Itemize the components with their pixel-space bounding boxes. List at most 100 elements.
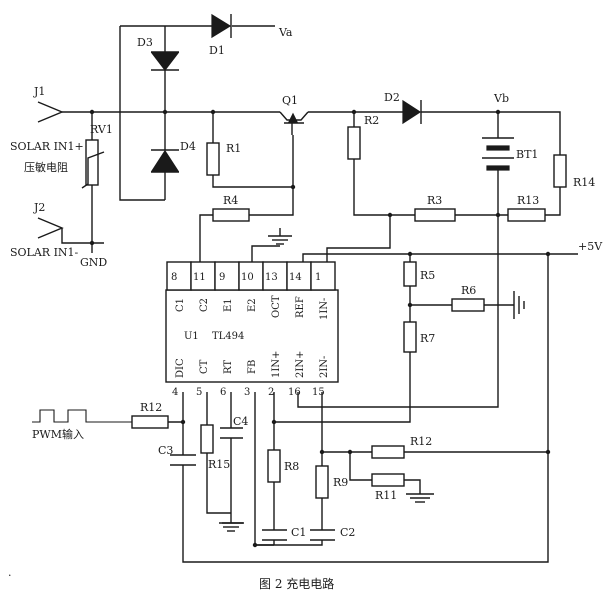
- resistor-r6: [451, 298, 485, 312]
- pin-number: 11: [193, 272, 206, 283]
- label-r1: R1: [226, 142, 241, 155]
- diode-bridge-section: [92, 25, 280, 201]
- pin-number: 16: [288, 387, 301, 398]
- pin-name: RT: [223, 360, 234, 374]
- label-r4: R4: [223, 194, 238, 207]
- resistor-r9: [315, 465, 329, 499]
- label-vb: Vb: [493, 92, 509, 105]
- ic-bottom-pin-names: DIC CT RT FB 1IN+ 2IN+ 2IN-: [175, 351, 330, 378]
- ic-top-pin-numbers: 8 11 9 10 13 14 1: [171, 272, 321, 283]
- label-tl494: TL494: [212, 331, 244, 342]
- resistor-r4: [212, 208, 250, 222]
- label-rv1: RV1: [90, 123, 113, 136]
- label-plus5v: +5V: [578, 240, 603, 253]
- label-bt1: BT1: [516, 148, 538, 161]
- pin-number: 3: [244, 387, 250, 398]
- pin-name: REF: [295, 296, 306, 318]
- resistor-r11: [371, 473, 405, 487]
- pin-name: E1: [223, 298, 234, 312]
- resistor-r14: [553, 154, 567, 188]
- pwm-waveform: [32, 409, 132, 423]
- label-j2: J2: [33, 201, 45, 214]
- pin-number: 8: [171, 272, 177, 283]
- label-r14: R14: [573, 176, 595, 189]
- label-r3: R3: [427, 194, 442, 207]
- label-r6: R6: [461, 284, 476, 297]
- pin-name: E2: [247, 298, 258, 312]
- ct-rt-lines: [206, 392, 244, 524]
- resistor-r8: [267, 449, 281, 483]
- pin-number: 6: [220, 387, 226, 398]
- label-c3: C3: [158, 444, 173, 457]
- ic-top-pin-names: C1 C2 E1 E2 OCT REF 1IN-: [175, 295, 330, 320]
- pin-number: 15: [312, 387, 325, 398]
- ground-symbol-r6: [513, 291, 525, 319]
- label-j1: J1: [33, 85, 45, 98]
- ground-symbol-r11: [406, 493, 434, 503]
- label-d1: D1: [209, 44, 225, 57]
- capacitor-c3: [170, 454, 196, 466]
- pin-number: 13: [265, 272, 278, 283]
- ic-bottom-pin-numbers: 4 5 6 3 2 16 15: [172, 387, 325, 398]
- label-c2: C2: [340, 526, 355, 539]
- ic-u1: [165, 261, 339, 383]
- label-r9: R9: [333, 476, 348, 489]
- label-r8: R8: [284, 460, 299, 473]
- pin-name: C2: [199, 298, 210, 312]
- label-r7: R7: [420, 332, 435, 345]
- resistor-r12-pwm: [131, 415, 169, 429]
- ground-symbol-top: [268, 228, 292, 245]
- varistor-rv1: [81, 112, 105, 243]
- r11-lines: [349, 452, 421, 494]
- label-gnd: GND: [80, 256, 107, 269]
- capacitor-c2: [310, 529, 335, 541]
- label-pwm-input: PWM输入: [32, 427, 84, 441]
- label-d4: D4: [180, 140, 196, 153]
- resistor-r15: [200, 424, 214, 454]
- label-c1: C1: [291, 526, 306, 539]
- label-solar-in1-minus: SOLAR IN1-: [10, 246, 79, 259]
- resistor-r1: [206, 112, 293, 188]
- diode-d2: [402, 99, 422, 125]
- diode-d3: [150, 51, 180, 71]
- battery-bt1: [297, 112, 514, 408]
- e-pins-gnd-link: [251, 245, 280, 262]
- label-u1: U1: [184, 331, 199, 342]
- capacitor-c4: [220, 427, 243, 439]
- capacitor-c1: [262, 529, 287, 541]
- diode-d1: [211, 13, 232, 39]
- rail-5v: [302, 253, 578, 262]
- pin-number: 5: [196, 387, 202, 398]
- ground-symbol-ct: [219, 513, 243, 532]
- label-r2: R2: [364, 114, 379, 127]
- pin-name: C1: [175, 298, 186, 312]
- pin-number: 10: [241, 272, 254, 283]
- pin-name: 1IN-: [319, 298, 330, 320]
- label-solar-in1-plus: SOLAR IN1+: [10, 140, 84, 153]
- resistor-r3: [414, 208, 456, 222]
- resistor-r5: [403, 254, 417, 322]
- label-r13: R13: [517, 194, 539, 207]
- label-varistor: 压敏电阻: [24, 160, 68, 174]
- label-d3: D3: [137, 36, 153, 49]
- label-va: Va: [278, 26, 293, 39]
- figure-caption: 图 2 充电电路: [259, 576, 334, 591]
- pin-name: 2IN+: [295, 351, 306, 378]
- pin-name: CT: [199, 359, 210, 374]
- label-r12a: R12: [140, 401, 162, 414]
- corner-mark: .: [8, 566, 12, 579]
- connector-j1: [37, 101, 92, 123]
- diode-d4: [150, 149, 180, 173]
- pin-name: 1IN+: [271, 351, 282, 378]
- label-r11: R11: [375, 489, 397, 502]
- resistor-r12-feedback: [371, 445, 405, 459]
- pin-number: 9: [219, 272, 225, 283]
- pin-name: FB: [247, 360, 258, 374]
- pin1-link: [326, 215, 391, 262]
- resistor-r13: [507, 208, 546, 222]
- label-r12b: R12: [410, 435, 432, 448]
- label-r15: R15: [208, 458, 230, 471]
- pin-number: 4: [172, 387, 178, 398]
- pin-number: 1: [315, 272, 321, 283]
